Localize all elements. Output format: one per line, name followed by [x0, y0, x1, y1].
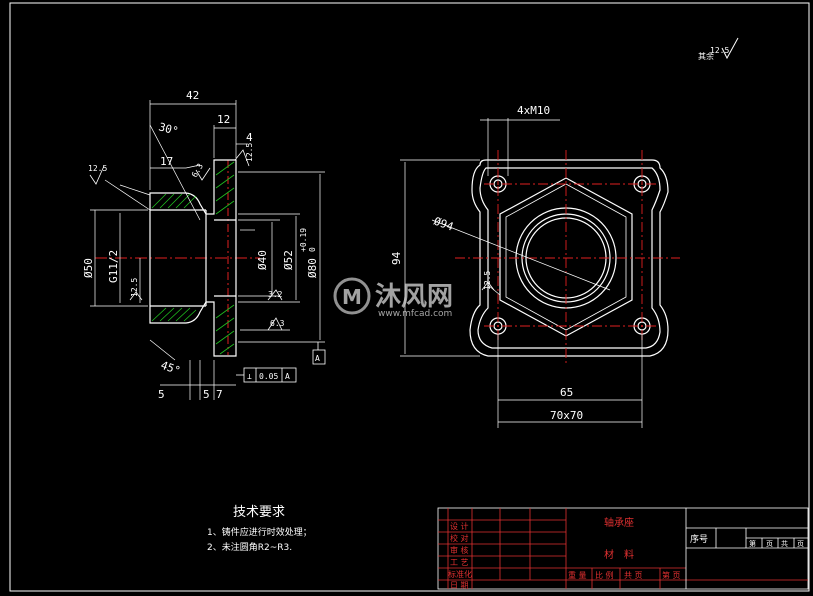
flange-inner-outline	[477, 167, 661, 349]
material-label: 材 料	[604, 548, 634, 561]
dim-tol-lower: 0	[308, 247, 317, 252]
dim-4: 4	[246, 131, 253, 144]
tb-bottom-4: 第 页	[662, 570, 681, 580]
tech-req-title: 技术要求	[233, 505, 285, 520]
technical-requirements: 技术要求 1、铸件应进行时效处理； 2、未注圆角R2~R3.	[207, 505, 312, 553]
part-profile	[149, 159, 237, 357]
section-view-dims: 42 12 4 17 30° 45° Ø50 G11/2 Ø40 Ø52 Ø80…	[82, 89, 320, 401]
svg-text:M: M	[342, 285, 362, 309]
tb-bottom-2: 比 例	[595, 570, 614, 580]
tb-row-6: 日 期	[450, 581, 469, 590]
tol-frame-symbol: ⊥	[247, 372, 252, 381]
rough-6-3b: 6.3	[190, 162, 205, 179]
tb-right-4: 页	[797, 540, 804, 548]
datum-letter: A	[315, 354, 320, 363]
title-block-text: 轴承座 材 料 序号 设 计 校 对 审 核 工 艺 标准化 日 期 重 量 比…	[448, 516, 804, 590]
tb-row-2: 校 对	[450, 533, 469, 543]
front-centerlines	[455, 150, 680, 365]
dim-42: 42	[186, 89, 199, 102]
rough-12-5c: 12.5	[130, 278, 139, 297]
title-block	[437, 507, 809, 590]
rough-3-2: 3.2	[268, 290, 283, 299]
tb-bottom-1: 重 量	[568, 570, 587, 580]
rough-12-5b: 12.5	[245, 143, 254, 162]
watermark-url: www.mfcad.com	[378, 309, 452, 319]
dim-thread: G11/2	[107, 250, 120, 283]
rough-12-5a: 12.5	[88, 164, 107, 173]
tb-right-2: 页	[766, 540, 773, 548]
drawing-frame	[9, 2, 810, 592]
tech-req-item-1: 1、铸件应进行时效处理；	[207, 526, 312, 538]
tb-right-1: 第	[749, 539, 756, 548]
tol-frame-value: 0.05	[259, 372, 278, 381]
dim-dia-80: Ø80	[306, 258, 319, 278]
dim-h-94: 94	[390, 251, 403, 265]
front-view-dims: 4xM10 Ø94 94 65 70x70 12.5	[390, 104, 583, 422]
dim-dia-52: Ø52	[282, 250, 295, 270]
rough-front-12-5: 12.5	[483, 271, 492, 290]
flange-outline	[469, 159, 669, 357]
tol-frame-ref: A	[285, 372, 290, 381]
watermark-brand: 沐风网	[375, 282, 453, 312]
datum-box	[312, 349, 326, 365]
section-view	[89, 100, 326, 400]
tb-row-4: 工 艺	[450, 558, 469, 567]
dim-bottom-5b: 5	[203, 388, 210, 401]
dim-dia-40: Ø40	[256, 250, 269, 270]
tb-row-5: 标准化	[448, 569, 472, 579]
seq-label: 序号	[690, 533, 708, 545]
roughness-value: 12.5	[710, 46, 729, 55]
dim-bottom-7: 7	[216, 388, 223, 401]
dim-angle-45: 45°	[159, 359, 182, 378]
dim-dia-94: Ø94	[432, 215, 455, 234]
front-view	[400, 118, 680, 428]
tech-req-item-2: 2、未注圆角R2~R3.	[207, 541, 292, 553]
section-hatching	[151, 161, 235, 355]
dim-tol-upper: +0.19	[299, 228, 308, 252]
roughness-note: 其余	[698, 51, 714, 61]
watermark: M 沐风网 www.mfcad.com	[333, 277, 453, 319]
dim-bottom-5a: 5	[158, 388, 165, 401]
tb-row-1: 设 计	[450, 521, 469, 531]
dim-dia-50: Ø50	[82, 258, 95, 278]
dim-17: 17	[160, 155, 173, 168]
dim-12: 12	[217, 113, 230, 126]
rough-6-3a: 6.3	[270, 319, 285, 328]
dim-w-65: 65	[560, 386, 573, 399]
dim-angle-30: 30°	[157, 120, 180, 138]
tb-row-3: 审 核	[450, 545, 469, 555]
tb-bottom-3: 共 页	[624, 571, 643, 580]
tb-right-3: 共	[781, 539, 788, 548]
part-name: 轴承座	[604, 516, 634, 529]
general-roughness-symbol: 其余 12.5	[698, 37, 739, 61]
dim-bolts: 4xM10	[517, 104, 550, 117]
dim-w-70: 70x70	[550, 409, 583, 422]
